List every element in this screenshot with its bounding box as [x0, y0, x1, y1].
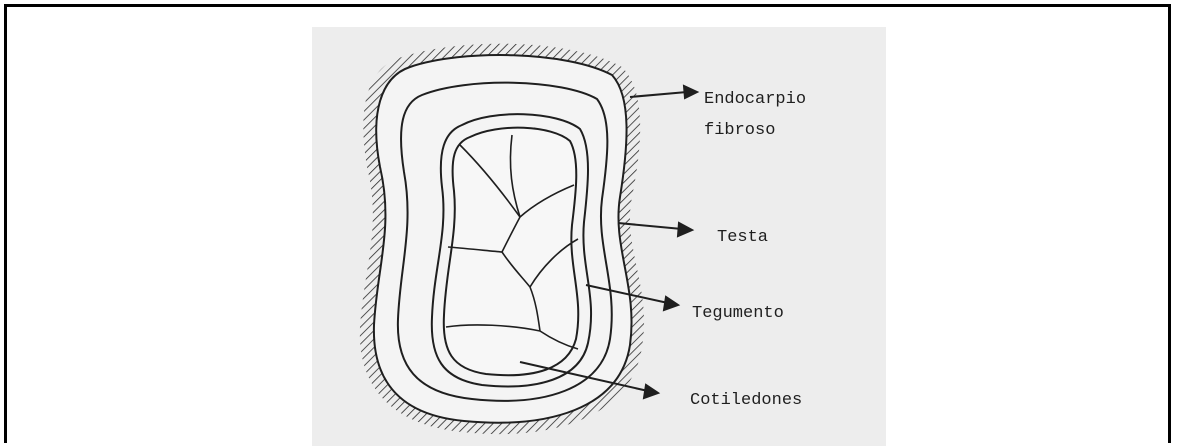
figure-frame: Endocarpio fibroso Testa Tegumento Cotil…	[4, 4, 1171, 443]
label-testa: Testa	[717, 227, 768, 248]
label-cotiledones: Cotiledones	[690, 390, 802, 411]
label-fibroso: fibroso	[704, 120, 775, 141]
label-endocarpio: Endocarpio	[704, 89, 806, 110]
seed-diagram: Endocarpio fibroso Testa Tegumento Cotil…	[312, 27, 886, 446]
label-tegumento: Tegumento	[692, 303, 784, 324]
